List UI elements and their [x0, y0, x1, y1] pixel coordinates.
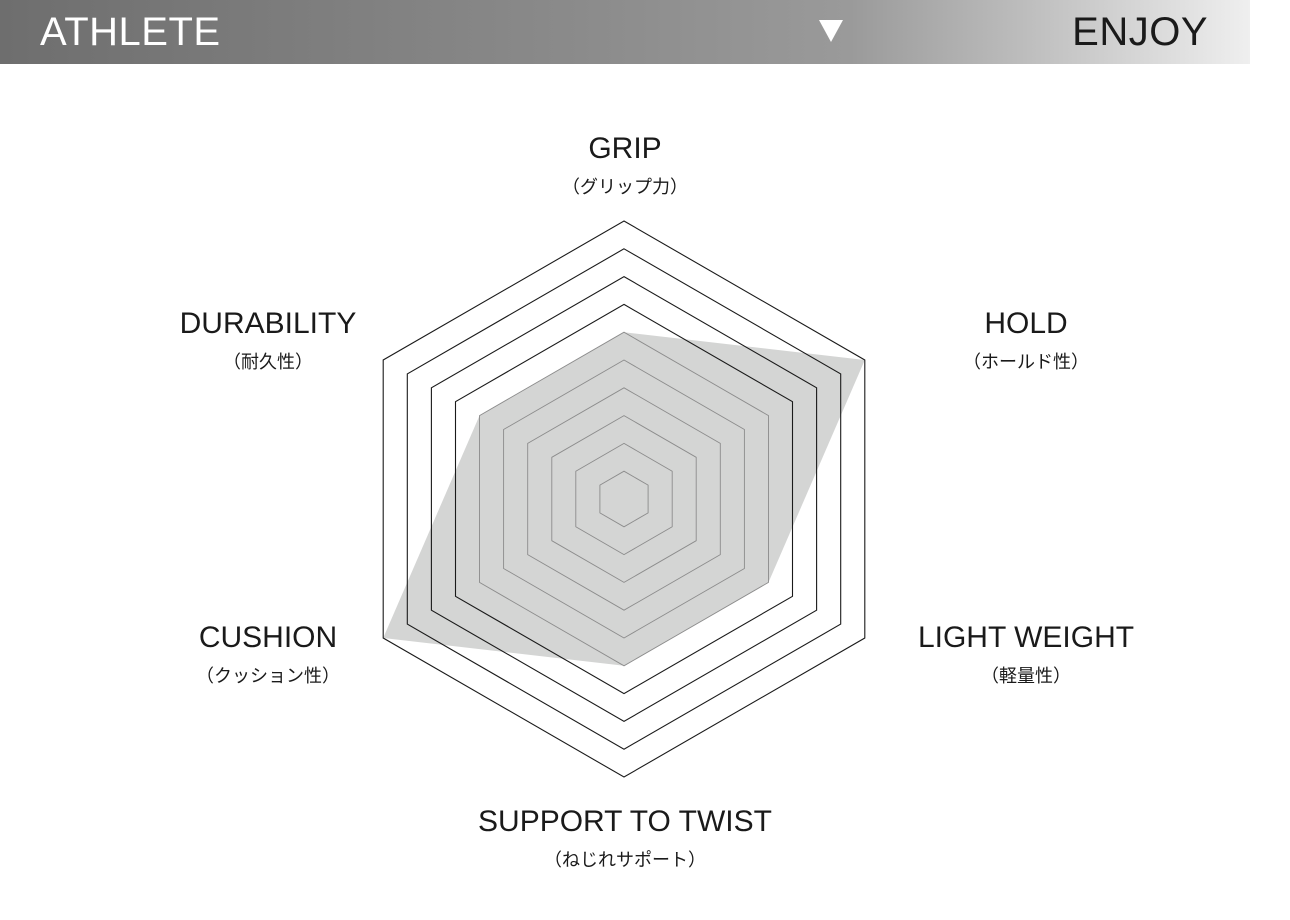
radar-grid-ring-1	[599, 470, 649, 528]
axis-sublabel-4: （クッション性）	[196, 666, 340, 687]
radar-grid-ring-3	[551, 415, 697, 583]
axis-label-1: HOLD	[984, 307, 1067, 340]
radar-grid-ring-2	[575, 442, 673, 556]
axis-label-0: GRIP	[588, 132, 661, 165]
radar-grid-ring-5	[503, 359, 745, 639]
axis-sublabel-5: （耐久性）	[223, 352, 313, 373]
radar-grid-ring-8	[430, 275, 818, 723]
axis-sublabel-2: （軽量性）	[981, 666, 1071, 687]
scale-position-marker-icon	[819, 20, 844, 42]
radar-data-area	[383, 332, 865, 666]
axis-label-3: SUPPORT TO TWIST	[478, 805, 772, 838]
athlete-enjoy-scale-bar: ATHLETE ENJOY	[0, 0, 1250, 64]
radar-grid-ring-7	[454, 303, 794, 695]
axis-sublabel-3: （ねじれサポート）	[544, 850, 706, 871]
radar-grid-ring-9	[406, 248, 842, 750]
axis-label-2: LIGHT WEIGHT	[918, 621, 1134, 654]
radar-grid-ring-4	[527, 387, 721, 611]
axis-sublabel-1: （ホールド性）	[963, 352, 1089, 373]
scale-right-label: ENJOY	[1072, 10, 1208, 54]
axis-label-5: DURABILITY	[180, 307, 357, 340]
axis-sublabel-0: （グリップ力）	[562, 177, 688, 198]
scale-left-label: ATHLETE	[40, 10, 221, 54]
axis-label-4: CUSHION	[199, 621, 337, 654]
